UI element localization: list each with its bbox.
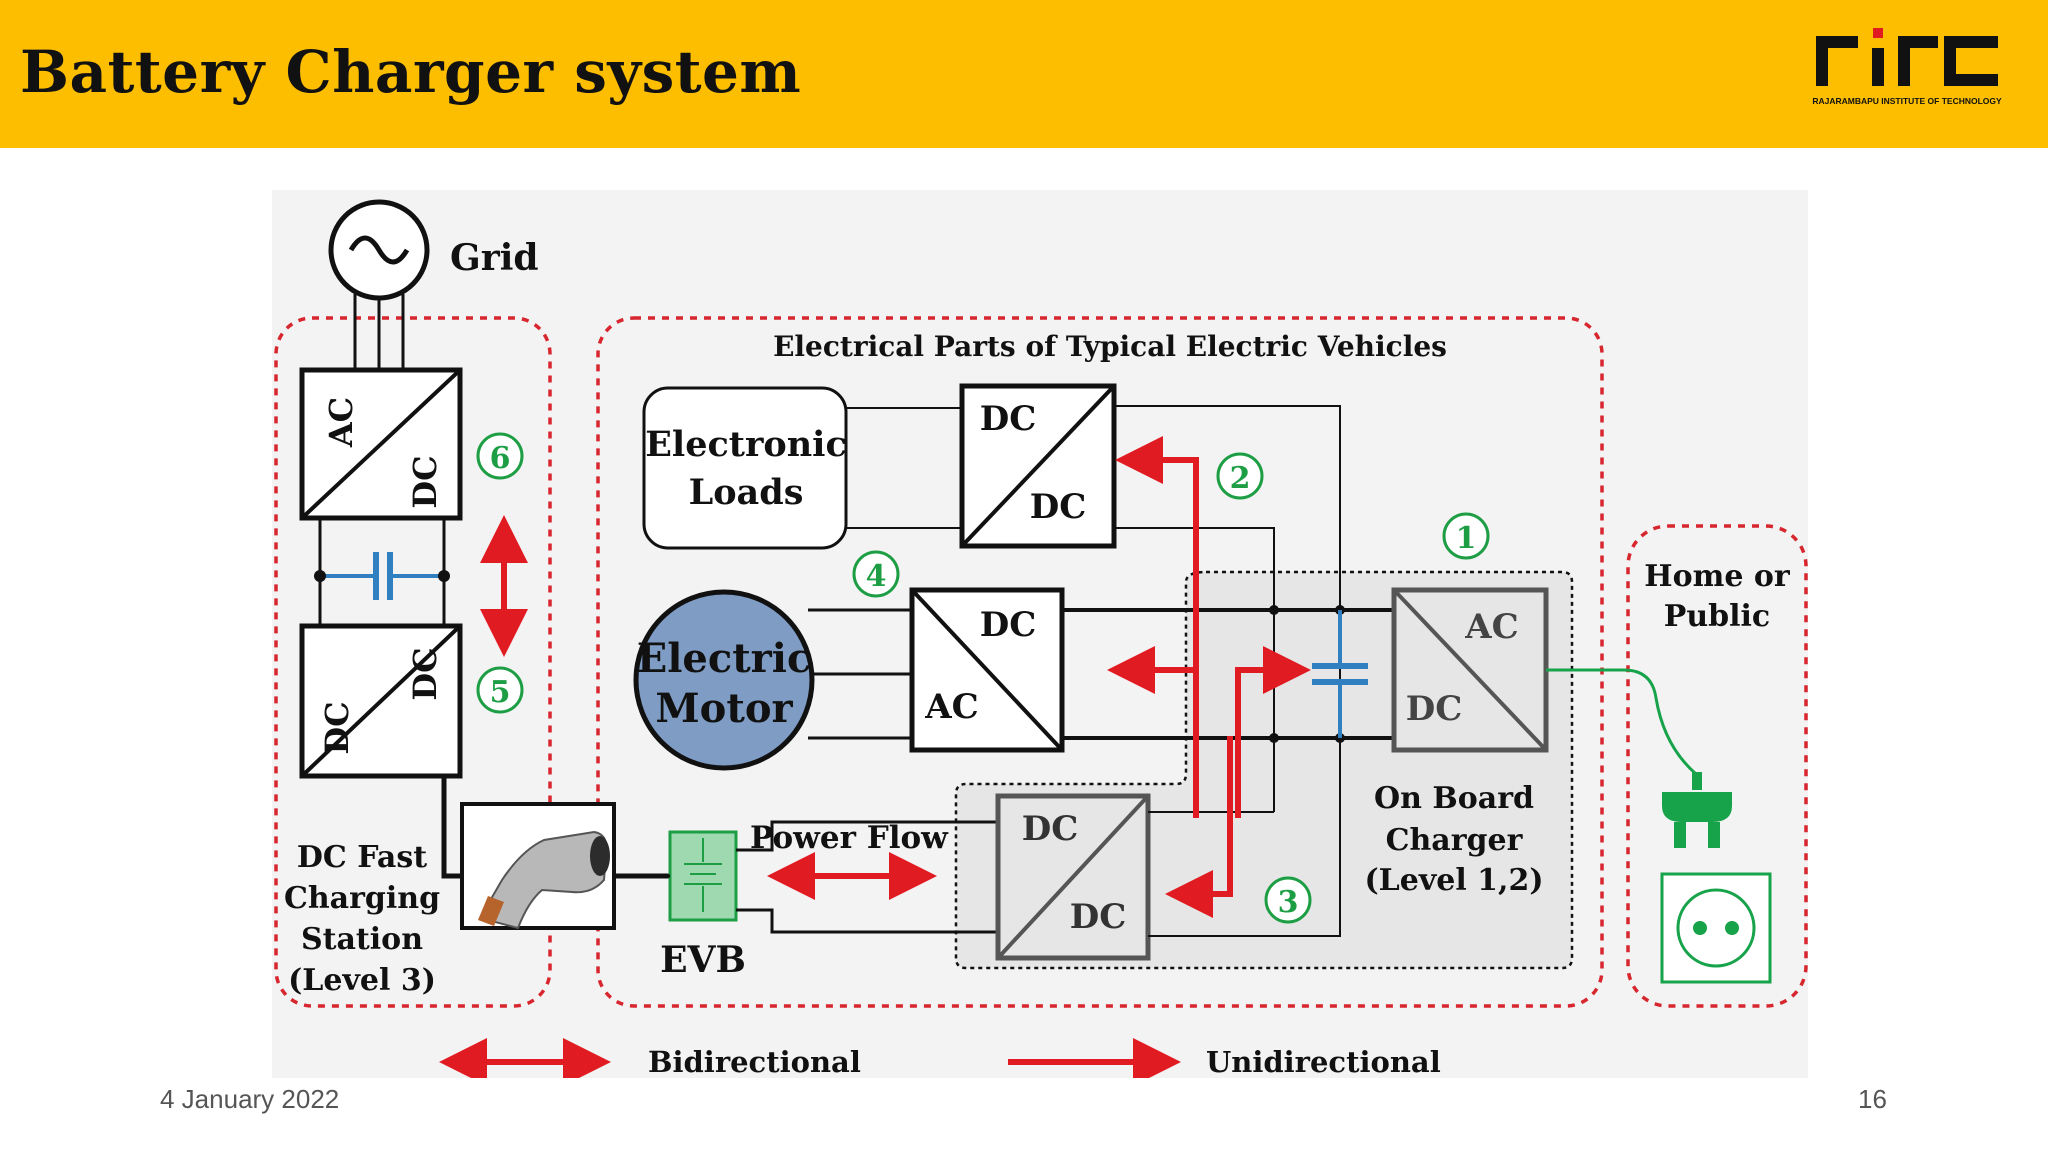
svg-text:4: 4	[866, 559, 887, 594]
legend-bidirectional: Bidirectional	[648, 1045, 861, 1078]
svg-text:AC: AC	[924, 687, 978, 727]
slide-date: 4 January 2022	[160, 1084, 340, 1114]
svg-text:DC: DC	[406, 647, 444, 700]
motor-inverter: DC AC	[909, 587, 1065, 753]
marker-2: 2	[1216, 452, 1264, 500]
svg-text:DC: DC	[1022, 809, 1079, 849]
socket-icon	[1660, 872, 1772, 984]
main-dc-dc-converter: DC DC	[995, 793, 1151, 961]
svg-text:DC: DC	[980, 605, 1037, 645]
ev-battery-icon	[668, 830, 738, 922]
obc-label-3: (Level 1,2)	[1364, 863, 1543, 898]
svg-text:5: 5	[490, 675, 511, 710]
dc-fast-charging-boundary	[274, 316, 552, 1008]
dc-link-capacitor-icon	[314, 552, 450, 600]
electronic-loads-label-2: Loads	[689, 472, 804, 513]
auxiliary-dc-dc-converter: DC DC	[959, 383, 1117, 549]
fast-dc-dc-converter: DC DC	[299, 623, 463, 779]
svg-text:DC: DC	[980, 399, 1037, 439]
marker-6: 6	[476, 432, 524, 480]
svg-text:AC: AC	[322, 397, 360, 448]
svg-text:AC: AC	[1464, 607, 1518, 647]
electronic-loads-box	[642, 386, 848, 550]
dc-fast-label-4: (Level 3)	[288, 963, 436, 998]
svg-text:DC: DC	[1030, 487, 1087, 527]
title-bar	[0, 0, 2048, 148]
dc-fast-label-3: Station	[301, 922, 423, 957]
charging-cable	[1546, 668, 1697, 776]
grid-label: Grid	[450, 237, 539, 279]
flow-arrow-3	[1165, 736, 1233, 918]
svg-text:DC: DC	[406, 455, 444, 508]
power-flow-label: Power Flow	[750, 820, 949, 856]
flow-arrow-2	[1115, 436, 1199, 818]
ev-section-title: Electrical Parts of Typical Electric Veh…	[773, 330, 1447, 363]
slide-title: Battery Charger system	[20, 38, 802, 106]
svg-text:6: 6	[490, 441, 511, 476]
rit-logo: RAJARAMBAPU INSTITUTE OF TECHNOLOGY	[1812, 28, 2002, 106]
obc-label-1: On Board	[1374, 781, 1534, 816]
ev-parts-boundary	[596, 316, 1604, 1008]
grid-ac-dc-converter: AC DC	[299, 367, 463, 521]
home-public-boundary	[1626, 524, 1808, 1008]
svg-text:2: 2	[1230, 461, 1251, 496]
marker-5: 5	[476, 666, 524, 714]
charger-system-diagram: Grid AC DC DC DC EVB	[272, 190, 1808, 1078]
dc-fast-label-2: Charging	[284, 881, 440, 916]
legend-unidirectional: Unidirectional	[1206, 1045, 1441, 1078]
on-board-charger-converter: AC DC	[1391, 587, 1549, 753]
svg-text:1: 1	[1456, 521, 1477, 556]
motor-label-2: Motor	[655, 685, 793, 732]
electronic-loads-label-1: Electronic	[645, 424, 847, 465]
svg-text:DC: DC	[1406, 689, 1463, 729]
svg-text:DC: DC	[318, 701, 356, 754]
plug-icon	[1662, 772, 1732, 848]
motor-label-1: Electric	[637, 635, 812, 682]
dc-fast-label-1: DC Fast	[297, 840, 427, 875]
home-label-1: Home or	[1644, 559, 1791, 594]
electric-motor	[633, 589, 815, 771]
dc-bus-capacitor-icon	[1312, 610, 1368, 738]
marker-4: 4	[852, 550, 900, 598]
home-label-2: Public	[1664, 599, 1770, 634]
svg-text:3: 3	[1278, 885, 1299, 920]
evb-label: EVB	[660, 939, 746, 981]
page-number: 16	[1858, 1084, 1887, 1114]
svg-text:DC: DC	[1070, 897, 1127, 937]
obc-label-2: Charger	[1386, 823, 1524, 858]
logo-subtitle: RAJARAMBAPU INSTITUTE OF TECHNOLOGY	[1812, 96, 2002, 106]
marker-1: 1	[1442, 512, 1490, 560]
charging-connector-icon	[460, 802, 616, 930]
marker-3: 3	[1264, 876, 1312, 924]
